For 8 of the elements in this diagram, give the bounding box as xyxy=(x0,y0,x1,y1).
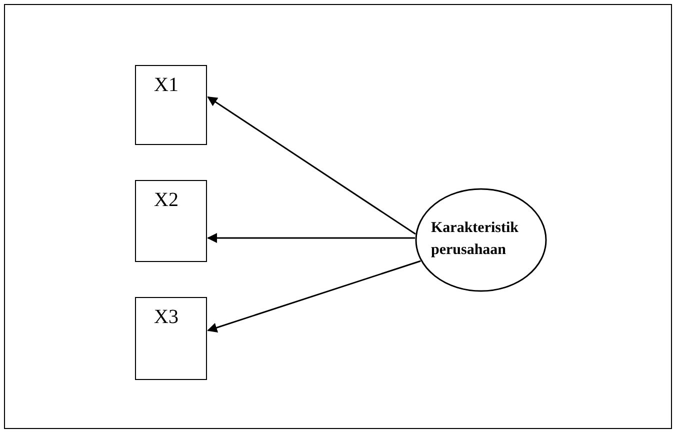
variable-box: X3 xyxy=(135,297,207,380)
arrow xyxy=(207,260,421,332)
arrow xyxy=(207,96,416,235)
node-label: Karakteristik perusahaan xyxy=(431,219,520,260)
variable-box: X2 xyxy=(135,180,207,262)
arrow xyxy=(207,233,416,243)
variable-box: X1 xyxy=(135,65,207,145)
ellipse-node xyxy=(415,188,547,292)
